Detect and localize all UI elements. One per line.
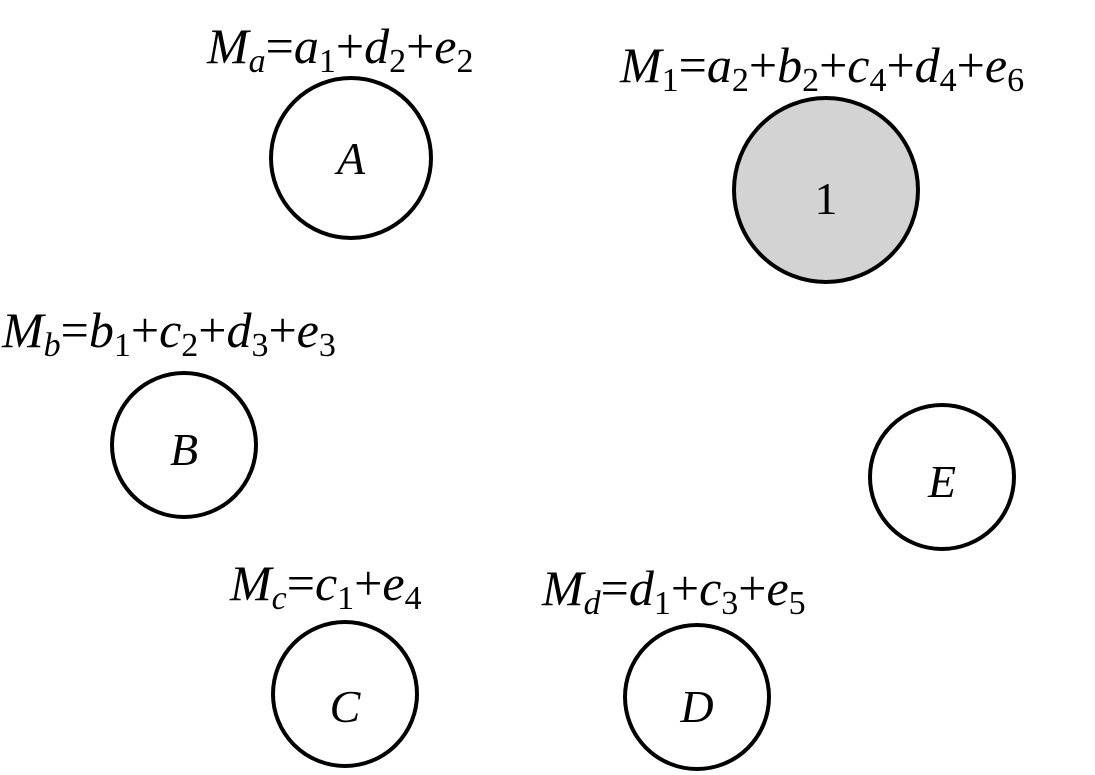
term-subscript: 6 bbox=[1007, 62, 1024, 99]
node-d-label: D bbox=[679, 681, 713, 732]
node-a-label: A bbox=[334, 133, 366, 184]
plus-sign: + bbox=[354, 555, 382, 611]
plus-sign: + bbox=[671, 560, 699, 616]
node-1: 1 bbox=[732, 96, 920, 284]
formula-symbol: M bbox=[1, 302, 46, 358]
node-b: B bbox=[110, 371, 258, 519]
term-subscript: 3 bbox=[251, 327, 268, 364]
plus-sign: + bbox=[336, 18, 364, 74]
equals-sign: = bbox=[601, 560, 629, 616]
formula-symbol-subscript: 1 bbox=[662, 62, 679, 99]
plus-sign: + bbox=[406, 18, 434, 74]
term: e bbox=[766, 560, 788, 616]
term-subscript: 1 bbox=[114, 327, 131, 364]
formula-symbol-subscript: a bbox=[249, 43, 266, 80]
term-subscript: 3 bbox=[319, 327, 336, 364]
plus-sign: + bbox=[957, 37, 985, 93]
node-b-label: B bbox=[170, 424, 198, 475]
node-c: C bbox=[271, 620, 419, 768]
formula-symbol: M bbox=[206, 18, 251, 74]
term-subscript: 2 bbox=[456, 43, 473, 80]
plus-sign: + bbox=[886, 37, 914, 93]
term-subscript: 5 bbox=[789, 585, 806, 622]
node-e-circle bbox=[868, 403, 1016, 551]
term: e bbox=[985, 37, 1007, 93]
formula-md: Md=d1+c3+e5 bbox=[541, 560, 806, 622]
term-subscript: 4 bbox=[940, 62, 957, 99]
formula-ma: Ma=a1+d2+e2 bbox=[206, 18, 473, 80]
equals-sign: = bbox=[61, 302, 89, 358]
term: d bbox=[226, 302, 252, 358]
term: d bbox=[629, 560, 655, 616]
term-subscript: 1 bbox=[654, 585, 671, 622]
formula-mc: Mc=c1+e4 bbox=[229, 555, 422, 617]
term: c bbox=[699, 560, 721, 616]
equals-sign: = bbox=[266, 18, 294, 74]
term: c bbox=[315, 555, 337, 611]
node-e-label: E bbox=[927, 456, 956, 507]
term-subscript: 4 bbox=[405, 580, 422, 617]
term-subscript: 2 bbox=[732, 62, 749, 99]
formula-symbol-subscript: d bbox=[584, 585, 602, 622]
equals-sign: = bbox=[287, 555, 315, 611]
node-c-circle bbox=[271, 620, 419, 768]
node-d-circle bbox=[623, 623, 771, 771]
term-subscript: 2 bbox=[802, 62, 819, 99]
node-a-circle bbox=[269, 76, 433, 240]
node-a: A bbox=[269, 76, 433, 240]
node-1-label: 1 bbox=[815, 173, 838, 224]
node-d: D bbox=[623, 623, 771, 771]
term: c bbox=[159, 302, 181, 358]
node-b-circle bbox=[110, 371, 258, 519]
node-1-circle bbox=[732, 96, 920, 284]
term: c bbox=[847, 37, 869, 93]
formula-symbol: M bbox=[619, 37, 664, 93]
formula-symbol: M bbox=[541, 560, 586, 616]
term-subscript: 2 bbox=[181, 327, 198, 364]
formula-symbol: M bbox=[229, 555, 274, 611]
term-subscript: 1 bbox=[337, 580, 354, 617]
plus-sign: + bbox=[749, 37, 777, 93]
formula-m1: M1=a2+b2+c4+d4+e6 bbox=[619, 37, 1024, 99]
term: d bbox=[364, 18, 390, 74]
term-subscript: 2 bbox=[389, 43, 406, 80]
term-subscript: 1 bbox=[319, 43, 336, 80]
plus-sign: + bbox=[198, 302, 226, 358]
formula-mb: Mb=b1+c2+d3+e3 bbox=[1, 302, 336, 364]
plus-sign: + bbox=[268, 302, 296, 358]
term: e bbox=[382, 555, 404, 611]
term: b bbox=[777, 37, 802, 93]
term: d bbox=[915, 37, 941, 93]
plus-sign: + bbox=[131, 302, 159, 358]
term-subscript: 4 bbox=[869, 62, 886, 99]
term: b bbox=[89, 302, 114, 358]
term-subscript: 3 bbox=[721, 585, 738, 622]
plus-sign: + bbox=[819, 37, 847, 93]
formula-symbol-subscript: c bbox=[272, 580, 287, 617]
term: e bbox=[434, 18, 456, 74]
term: a bbox=[294, 18, 319, 74]
term: e bbox=[297, 302, 319, 358]
node-e: E bbox=[868, 403, 1016, 551]
term: a bbox=[707, 37, 732, 93]
formula-symbol-subscript: b bbox=[44, 327, 61, 364]
equals-sign: = bbox=[679, 37, 707, 93]
node-c-label: C bbox=[330, 681, 362, 732]
plus-sign: + bbox=[738, 560, 766, 616]
